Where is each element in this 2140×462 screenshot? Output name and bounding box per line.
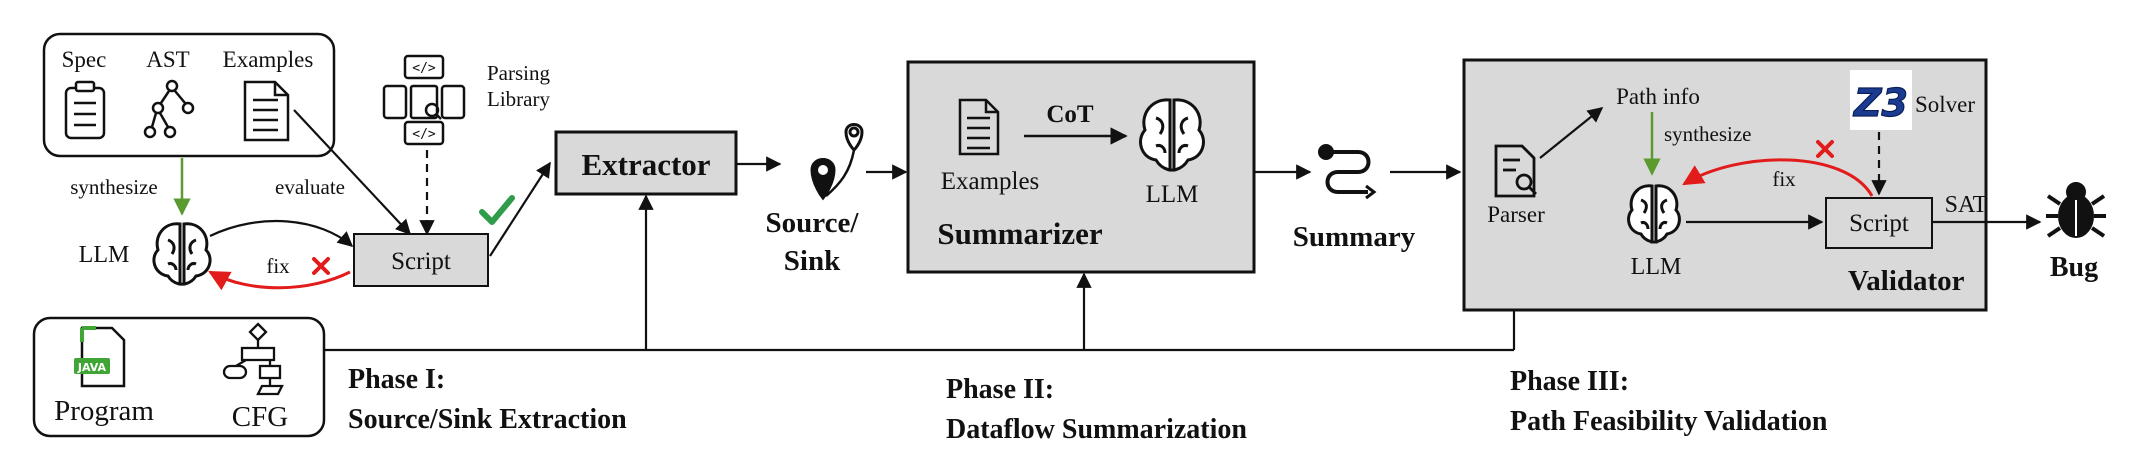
phase3-title-1: Phase III:: [1510, 366, 1629, 397]
brain-icon: [152, 222, 212, 286]
sat-label: SAT: [1945, 192, 1988, 218]
java-file-icon: JAVA: [74, 326, 126, 388]
program-label: Program: [54, 395, 154, 427]
validator-label: Validator: [1848, 265, 1965, 297]
script-box-2: [1825, 197, 1933, 249]
check-icon: [479, 195, 515, 225]
cfg-label: CFG: [232, 401, 288, 433]
evaluate-arrow: [293, 109, 412, 236]
ast-label: AST: [146, 47, 189, 72]
summarizer-label: Summarizer: [937, 216, 1103, 251]
evaluate-label: evaluate: [275, 175, 345, 199]
parsing-library-icon: </> </>: [382, 54, 466, 146]
brain-icon-3: [1627, 184, 1681, 244]
phase2-title-2: Dataflow Summarization: [946, 414, 1247, 445]
llm-to-script-arrow: [209, 220, 354, 248]
synthesize-label-2: synthesize: [1664, 122, 1751, 146]
llm-label-1: LLM: [79, 242, 130, 268]
extractor-box: [554, 130, 738, 196]
brain-icon-2: [1139, 98, 1205, 172]
input-box: [42, 32, 336, 158]
java-badge: JAVA: [77, 361, 107, 374]
fix-arrow-2: [1682, 158, 1874, 197]
source-sink-label-2: Sink: [784, 245, 841, 277]
route-icon: [1318, 144, 1377, 200]
flowchart-icon: [222, 322, 284, 396]
synthesize-label-1: synthesize: [70, 175, 157, 199]
fix-arrow-1: [208, 270, 351, 291]
bug-icon: [2046, 182, 2106, 238]
program-box: [32, 316, 326, 438]
phase1-title-1: Phase I:: [348, 364, 445, 395]
document-icon-2: [958, 98, 1000, 156]
fix-label-1: fix: [266, 254, 290, 278]
spec-label: Spec: [62, 47, 107, 72]
z3-logo-icon: Z3: [1850, 70, 1912, 130]
script-box-1: [353, 233, 489, 287]
source-sink-label-1: Source/: [766, 207, 860, 239]
summarizer-box: [906, 60, 1256, 274]
summary-label: Summary: [1293, 221, 1416, 253]
examples-label: Examples: [223, 47, 314, 72]
path-info-label: Path info: [1616, 84, 1700, 109]
parsing-library-label-1: Parsing: [487, 61, 551, 85]
llm-label-3: LLM: [1631, 254, 1682, 280]
solver-label: Solver: [1915, 92, 1975, 117]
cross-icon-2: [1816, 140, 1834, 158]
fix-label-2: fix: [1772, 167, 1796, 191]
script-to-extractor-arrow: [489, 161, 551, 257]
llm-label-2: LLM: [1146, 181, 1199, 208]
parser-to-pathinfo-arrow: [1539, 107, 1604, 159]
parser-label: Parser: [1487, 202, 1545, 227]
parsing-library-label-2: Library: [487, 87, 550, 111]
bug-label: Bug: [2050, 252, 2098, 283]
extractor-label: Extractor: [581, 147, 710, 182]
cross-icon: [312, 257, 330, 275]
clipboard-icon: [64, 80, 106, 140]
examples-label-2: Examples: [941, 168, 1040, 195]
parser-icon: [1494, 144, 1537, 198]
svg-text:</>: </>: [412, 61, 436, 76]
z3-text: Z3: [1853, 81, 1908, 125]
phase2-title-1: Phase II:: [946, 374, 1054, 405]
cot-label: CoT: [1046, 101, 1094, 128]
phase1-title-2: Source/Sink Extraction: [348, 404, 627, 435]
script-label-2: Script: [1849, 210, 1909, 237]
location-pin-icon: [810, 123, 864, 201]
script-label-1: Script: [391, 248, 451, 275]
svg-text:</>: </>: [412, 127, 436, 142]
phase3-title-2: Path Feasibility Validation: [1510, 406, 1828, 437]
document-icon: [243, 80, 290, 142]
tree-icon: [143, 79, 195, 139]
